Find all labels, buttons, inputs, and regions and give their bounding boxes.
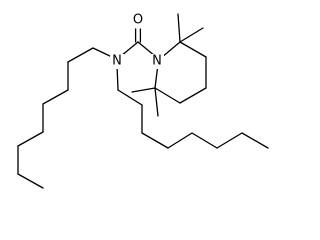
bond-chain-b-5 xyxy=(167,132,193,149)
atom-n2-label: N xyxy=(152,54,162,69)
bond-chain-b-2 xyxy=(117,89,143,106)
bond-c2-methyl-b xyxy=(179,27,204,43)
bond-chain-a-6 xyxy=(17,131,44,147)
bond-c6-methyl-a xyxy=(131,87,156,93)
bond-ring-c2-c3 xyxy=(179,41,207,58)
atom-n2-bg xyxy=(150,54,164,69)
bond-ring-c5-c6 xyxy=(154,87,181,104)
atom-o1-label: O xyxy=(133,13,143,28)
bond-chain-b-4 xyxy=(141,132,169,149)
bond-carbonyl-n1 xyxy=(120,41,139,57)
atom-n1-bg xyxy=(110,54,124,69)
bond-chain-b-6 xyxy=(191,132,218,149)
bond-carbonyl-n2 xyxy=(137,41,156,57)
bond-chain-a-1 xyxy=(92,47,113,58)
bond-c2-methyl-a xyxy=(177,13,181,43)
bond-chain-b-7 xyxy=(216,132,243,149)
atom-o1-bg xyxy=(131,13,145,28)
bond-c6-methyl-b xyxy=(154,87,159,117)
bond-chain-a-8 xyxy=(17,173,44,189)
bond-chain-b-1 xyxy=(116,64,119,91)
bond-chain-b-8 xyxy=(241,132,269,149)
atom-n1-label: N xyxy=(112,54,122,69)
molecule-structure: O N N xyxy=(17,13,269,189)
bond-chain-a-2 xyxy=(67,47,94,63)
bond-chain-a-4 xyxy=(42,89,69,105)
bond-ring-c4-c5 xyxy=(179,87,207,104)
bond-ring-n2-c2 xyxy=(160,41,181,59)
